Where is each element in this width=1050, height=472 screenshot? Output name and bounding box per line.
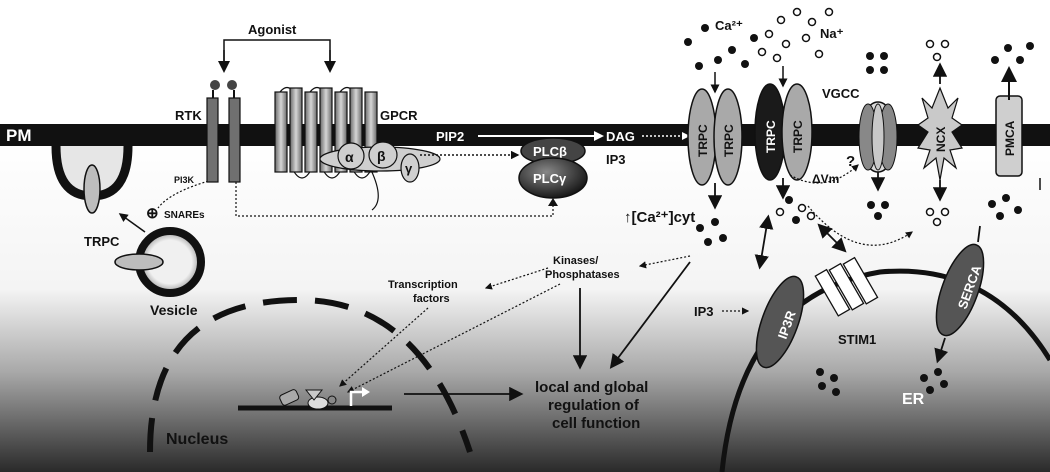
transcription-complex-icon (279, 389, 337, 410)
ca-cyt-label: ↑[Ca²⁺]cyt (624, 209, 695, 226)
transcription-start-arrow (349, 390, 364, 406)
vesicle-to-membrane-arrow (118, 213, 146, 233)
ca-to-regulation-arrow (609, 261, 691, 369)
gamma-label: γ (405, 161, 413, 176)
kinases-to-tf-dotted (484, 267, 549, 290)
transcription-start-arrowhead (362, 387, 370, 397)
dag-label: DAG (606, 129, 635, 144)
cytosol-background (0, 140, 1050, 472)
nuclear-envelope (147, 296, 473, 453)
trpc-on-vesicle-icon (114, 253, 164, 271)
transcription-label: Transcription (388, 279, 458, 291)
ip3-er-label: IP3 (694, 304, 714, 319)
er-membrane (719, 268, 1050, 472)
rtk-ligand-right-icon (227, 80, 237, 90)
stim1-label: STIM1 (838, 332, 876, 347)
trpc-in-membrane-icon (83, 164, 101, 214)
vgcc-ions-bottom (867, 201, 889, 220)
plcb-label: PLCβ (533, 144, 567, 159)
er-calcium-ions-left (816, 368, 840, 396)
alpha-label: α (345, 149, 354, 165)
ncx-na-ions-top (925, 39, 950, 62)
na-to-ncx-dotted (807, 205, 913, 246)
pmca-label: PMCA (1003, 120, 1017, 156)
stim1-protein (814, 256, 879, 317)
dvm-label: ΔVm (812, 172, 839, 186)
trpc-channel-grey: TRPC TRPC (687, 88, 743, 186)
vgcc-ions-top (866, 52, 888, 74)
dag-arrowhead (682, 132, 690, 140)
rtk-subunit-left (206, 97, 219, 183)
calcium-ions-top (684, 24, 758, 70)
pip2-arrowhead (594, 131, 604, 141)
regulation-line-1: local and global (535, 379, 648, 396)
nucleus-label: Nucleus (166, 431, 228, 448)
agonist-bracket (223, 39, 331, 64)
regulation-line-3: cell function (552, 415, 640, 432)
ncx-na-ions-bottom (925, 207, 950, 227)
gpcr-label: GPCR (380, 108, 418, 123)
ca-label: Ca²⁺ (715, 18, 743, 33)
trpc-vesicle-label: TRPC (84, 234, 120, 249)
ncx-exchanger: NCX (916, 86, 964, 181)
trpc-dark-label-2: TRPC (791, 120, 805, 153)
cytosolic-mixed-ions (775, 196, 816, 224)
g-gamma-icon (400, 153, 420, 183)
sodium-ions-top (757, 7, 834, 63)
agonist-label: Agonist (248, 22, 297, 37)
na-label: Na⁺ (820, 26, 844, 41)
dvm-question: ? (846, 153, 855, 170)
vesicle-label: Vesicle (150, 302, 198, 318)
trpc-channel-dark: TRPC TRPC (754, 83, 813, 181)
cytosolic-calcium-ions (696, 218, 727, 246)
serca-uptake-arrow (934, 337, 949, 364)
er-label: ER (902, 391, 925, 408)
rtk-subunit-right (228, 97, 241, 183)
factors-label: factors (413, 293, 450, 305)
plcg-arrowhead (548, 198, 558, 206)
serca-pump: SERCA (935, 243, 985, 337)
ca-to-kinases-dotted (638, 255, 691, 269)
ncx-label: NCX (934, 127, 948, 152)
g-alpha-icon (337, 142, 365, 170)
rtk-to-plcg-dotted (235, 182, 554, 217)
rtk-label: RTK (175, 108, 202, 123)
kinases-label: Kinases/ (553, 255, 598, 267)
pm-label: PM (6, 126, 32, 145)
pip2-label: PIP2 (436, 129, 464, 144)
tf-to-gene-dotted (339, 307, 429, 387)
ip3r-channel: IP3R (755, 275, 805, 369)
pi3k-label: PI3K (174, 175, 195, 185)
snares-label: SNAREs (164, 210, 205, 221)
plcg-label: PLCγ (533, 171, 567, 186)
pmca-pump: PMCA (995, 95, 1023, 177)
ip3-top-label: IP3 (606, 152, 626, 167)
er-calcium-ions-right (920, 368, 948, 394)
gpcr-receptor (274, 86, 379, 211)
oplus-symbol: ⊕ (146, 205, 159, 222)
trpc-grey-label-1: TRPC (696, 124, 710, 157)
pmca-ions-top (991, 42, 1034, 64)
rtk-stalks (212, 90, 235, 98)
trpc-dark-label-1: TRPC (764, 120, 778, 153)
trpc-grey-label-2: TRPC (722, 124, 736, 157)
serca-top-line (977, 225, 981, 243)
trpc-ip3r-coupling-arrow (754, 214, 774, 270)
beta-label: β (377, 148, 386, 164)
trpc-stim1-coupling-arrow (817, 223, 847, 253)
regulation-line-2: regulation of (548, 397, 640, 414)
rtk-ligand-left-icon (210, 80, 220, 90)
vgcc-channel (858, 101, 898, 173)
g-beta-icon (368, 141, 398, 169)
vgcc-label: VGCC (822, 86, 860, 101)
phosphatases-label: Phosphatases (545, 269, 620, 281)
pi3k-to-snares-dotted (157, 179, 213, 209)
pmca-ions-bottom (988, 194, 1022, 220)
